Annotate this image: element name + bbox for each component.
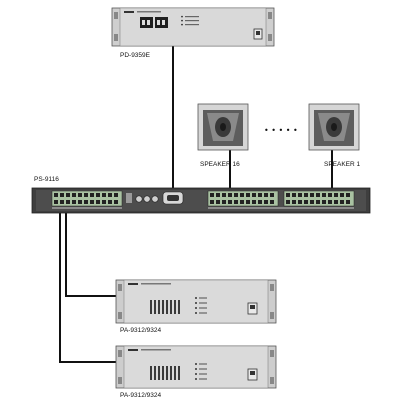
speaker-1: SPEAKER 1 <box>308 103 361 168</box>
amplifier-top-unit: PA-9312/9324 <box>115 279 277 334</box>
controller-display-left <box>140 17 153 28</box>
amplifier-top-vent <box>150 300 180 314</box>
speaker-16-label: SPEAKER 16 <box>200 161 240 168</box>
speaker-1-label: SPEAKER 1 <box>324 161 361 168</box>
amplifier-bottom-label: PA-9312/9324 <box>120 392 161 399</box>
controller-unit: PD-9359E <box>111 7 275 59</box>
switcher-right-terminal-block-1 <box>207 190 279 207</box>
switcher-grey-block <box>126 193 132 203</box>
switcher-left-terminal-block <box>51 190 123 207</box>
switcher-knob-icon <box>143 195 151 203</box>
amplifier-top-label: PA-9312/9324 <box>120 327 161 334</box>
switcher-right-terminal-block-2 <box>283 190 355 207</box>
cable-switcher-to-amplifier-bottom <box>59 210 122 363</box>
speaker-16: SPEAKER 16 <box>197 103 249 168</box>
switcher-label: PS-9116 <box>34 176 59 183</box>
switcher-unit: PS-9116 <box>31 176 371 214</box>
cables <box>59 45 333 363</box>
amplifier-bottom-vent <box>150 366 180 380</box>
amplifier-bottom-unit: PA-9312/9324 <box>115 345 277 399</box>
controller-display-right <box>155 17 168 28</box>
switcher-knob-icon <box>135 195 143 203</box>
switcher-knob-icon <box>151 195 159 203</box>
controller-label: PD-9359E <box>120 52 151 59</box>
cable-switcher-to-amplifier-top <box>65 210 122 297</box>
speaker-ellipsis: • • • • • <box>264 126 298 135</box>
